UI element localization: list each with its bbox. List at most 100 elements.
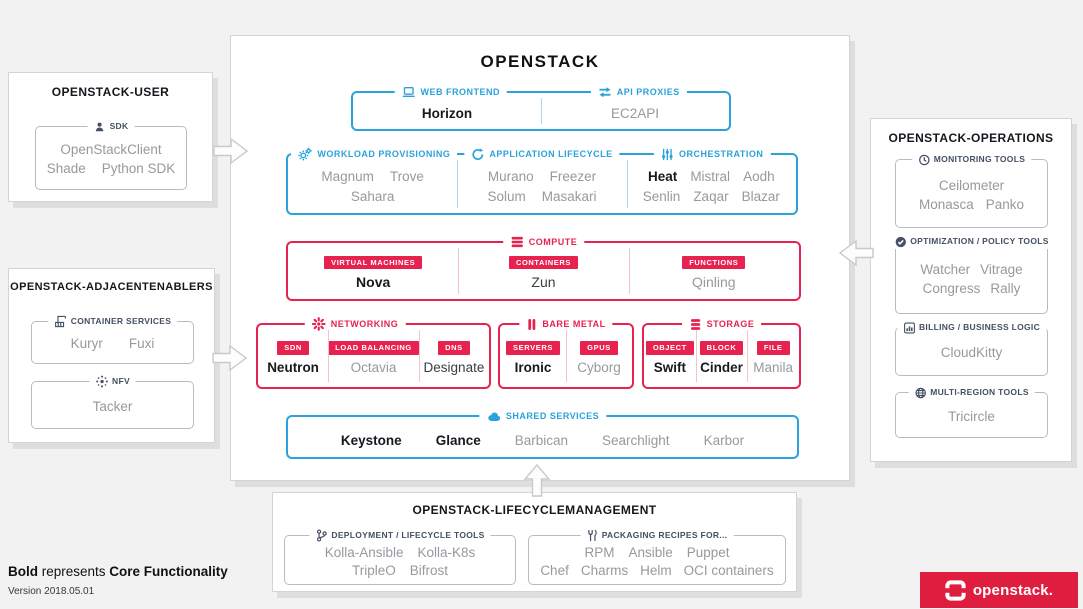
- service-name: OCI containers: [683, 562, 774, 578]
- service-name: OpenStackClient: [60, 142, 162, 157]
- openstack-user-title: OPENSTACK-USER: [51, 85, 170, 99]
- service-name: Ansible: [628, 544, 673, 560]
- gears-icon: [298, 147, 313, 161]
- legend-core-text: Core Functionality: [109, 564, 228, 579]
- service-name: Kuryr: [70, 336, 103, 351]
- service-name: Masakari: [541, 188, 597, 204]
- operations-to-main-arrow-icon: [838, 238, 874, 268]
- file-column: FILE Manila: [747, 325, 799, 387]
- adjacent-to-main-arrow-icon: [212, 343, 248, 373]
- service-name: Trove: [389, 168, 424, 184]
- service-name: Sahara: [350, 188, 395, 204]
- service-name: Congress: [922, 280, 981, 296]
- provisioning-lifecycle-orchestration-section: WORKLOAD PROVISIONING APPLICATION LIFECY…: [286, 146, 798, 215]
- stacked-bars-icon: [510, 236, 524, 248]
- laptop-icon: [402, 86, 416, 98]
- load-balancing-column: LOAD BALANCING Octavia: [328, 325, 419, 387]
- optimization-policy-tools-section: OPTIMIZATION / POLICY TOOLS Watcher Vitr…: [888, 234, 1055, 314]
- orchestration-column: Heat Mistral Aodh Senlin Zaqar Blazar: [626, 155, 796, 213]
- service-name: Nova: [356, 274, 391, 291]
- networking-label: NETWORKING: [304, 316, 406, 332]
- clock-icon: [918, 154, 930, 166]
- openstack-logo-text: openstack.: [972, 581, 1054, 599]
- service-name: Searchlight: [602, 432, 670, 448]
- service-name: Karbor: [703, 432, 745, 448]
- transfer-arrows-icon: [598, 86, 612, 98]
- servers-column: SERVERS Ironic: [500, 325, 566, 387]
- utensils-icon: [587, 529, 598, 542]
- virtual-machines-badge: VIRTUAL MACHINES: [324, 255, 423, 270]
- globe-icon: [914, 387, 926, 399]
- storage-section: STORAGE OBJECT Swift BLOCK Cinder FILE M…: [642, 316, 801, 389]
- object-badge: OBJECT: [645, 341, 694, 355]
- multi-region-tools-section: MULTI-REGION TOOLS Tricircle: [895, 385, 1048, 438]
- legend-text: Bold represents Core Functionality: [8, 564, 228, 579]
- deployment-lifecycle-tools-label: DEPLOYMENT / LIFECYCLE TOOLS: [309, 528, 491, 543]
- nfv-label: NFV: [89, 374, 136, 389]
- service-name: Solum: [487, 188, 526, 204]
- service-name: Murano: [487, 168, 534, 184]
- functions-column: FUNCTIONS Qinling: [628, 243, 799, 299]
- service-name: Blazar: [741, 188, 780, 204]
- service-name: Magnum: [321, 168, 374, 184]
- crane-icon: [54, 315, 67, 328]
- service-name: Bifrost: [409, 562, 449, 578]
- openstack-logo-badge: openstack.: [920, 572, 1078, 608]
- storage-label: STORAGE: [681, 316, 762, 332]
- service-name: Ironic: [514, 359, 552, 375]
- user-to-main-arrow-icon: [213, 136, 249, 166]
- gpus-badge: GPUS: [580, 341, 618, 355]
- sdk-section: SDK OpenStackClient Shade Python SDK: [35, 119, 187, 190]
- monitoring-tools-section: MONITORING TOOLS Ceilometer Monasca Pank…: [895, 152, 1048, 228]
- service-name: Cinder: [700, 359, 743, 375]
- service-name: Mistral: [690, 168, 731, 184]
- dns-badge: DNS: [438, 341, 470, 355]
- multi-region-tools-label: MULTI-REGION TOOLS: [908, 385, 1035, 400]
- sdn-badge: SDN: [277, 341, 309, 355]
- application-lifecycle-label: APPLICATION LIFECYCLE: [464, 146, 620, 162]
- functions-badge: FUNCTIONS: [682, 255, 746, 270]
- service-name: RPM: [584, 544, 615, 560]
- block-column: BLOCK Cinder: [695, 325, 748, 387]
- disk-stack-icon: [689, 318, 702, 331]
- service-name: Kolla-Ansible: [324, 544, 404, 560]
- deployment-lifecycle-tools-section: DEPLOYMENT / LIFECYCLE TOOLS Kolla-Ansib…: [284, 528, 516, 585]
- load-balancing-badge: LOAD BALANCING: [328, 341, 419, 355]
- cycle-arrows-icon: [471, 147, 484, 161]
- server-bars-icon: [526, 318, 537, 331]
- lifecycle-to-main-arrow-icon: [522, 464, 552, 497]
- web-frontend-label: WEB FRONTEND: [394, 84, 507, 100]
- sdn-column: SDN Neutron: [258, 325, 328, 387]
- service-name: Tricircle: [948, 408, 995, 424]
- shared-services-section: SHARED SERVICES Keystone Glance Barbican…: [286, 408, 799, 459]
- nfv-section: NFV Tacker: [31, 374, 194, 429]
- workload-provisioning-column: Magnum Trove Sahara: [288, 155, 457, 213]
- workload-provisioning-label: WORKLOAD PROVISIONING: [291, 146, 458, 162]
- bare-metal-section: BARE METAL SERVERS Ironic GPUS Cyborg: [498, 316, 634, 389]
- api-proxies-label: API PROXIES: [590, 84, 687, 100]
- legend-mid-text: represents: [38, 564, 110, 579]
- shared-services-label: SHARED SERVICES: [478, 408, 607, 424]
- service-name: Octavia: [350, 359, 397, 375]
- web-frontend-api-section: WEB FRONTEND API PROXIES Horizon EC2API: [351, 84, 731, 131]
- billing-business-logic-section: BILLING / BUSINESS LOGIC CloudKitty: [895, 320, 1048, 376]
- orchestration-label: ORCHESTRATION: [654, 146, 771, 162]
- container-services-section: CONTAINER SERVICES Kuryr Fuxi: [31, 314, 194, 364]
- openstack-operations-title: OPENSTACK-OPERATIONS: [888, 131, 1054, 145]
- service-name: Rally: [990, 280, 1021, 296]
- service-name: Neutron: [267, 359, 319, 375]
- service-name: Zaqar: [693, 188, 729, 204]
- service-name: Qinling: [692, 274, 736, 291]
- service-name: EC2API: [610, 105, 660, 121]
- openstack-lifecyclemanagement-title: OPENSTACK-LIFECYCLEMANAGEMENT: [412, 503, 657, 517]
- service-name: Swift: [653, 359, 686, 375]
- containers-badge: CONTAINERS: [508, 255, 578, 270]
- compute-section: COMPUTE VIRTUAL MACHINES Nova CONTAINERS…: [286, 234, 801, 301]
- compute-label: COMPUTE: [502, 234, 585, 250]
- servers-badge: SERVERS: [506, 341, 560, 355]
- openstack-adjacentenablers-box: OPENSTACK-ADJACENTENABLERS CONTAINER SER…: [8, 268, 215, 443]
- file-badge: FILE: [756, 341, 790, 355]
- service-name: Freezer: [549, 168, 597, 184]
- dns-column: DNS Designate: [418, 325, 489, 387]
